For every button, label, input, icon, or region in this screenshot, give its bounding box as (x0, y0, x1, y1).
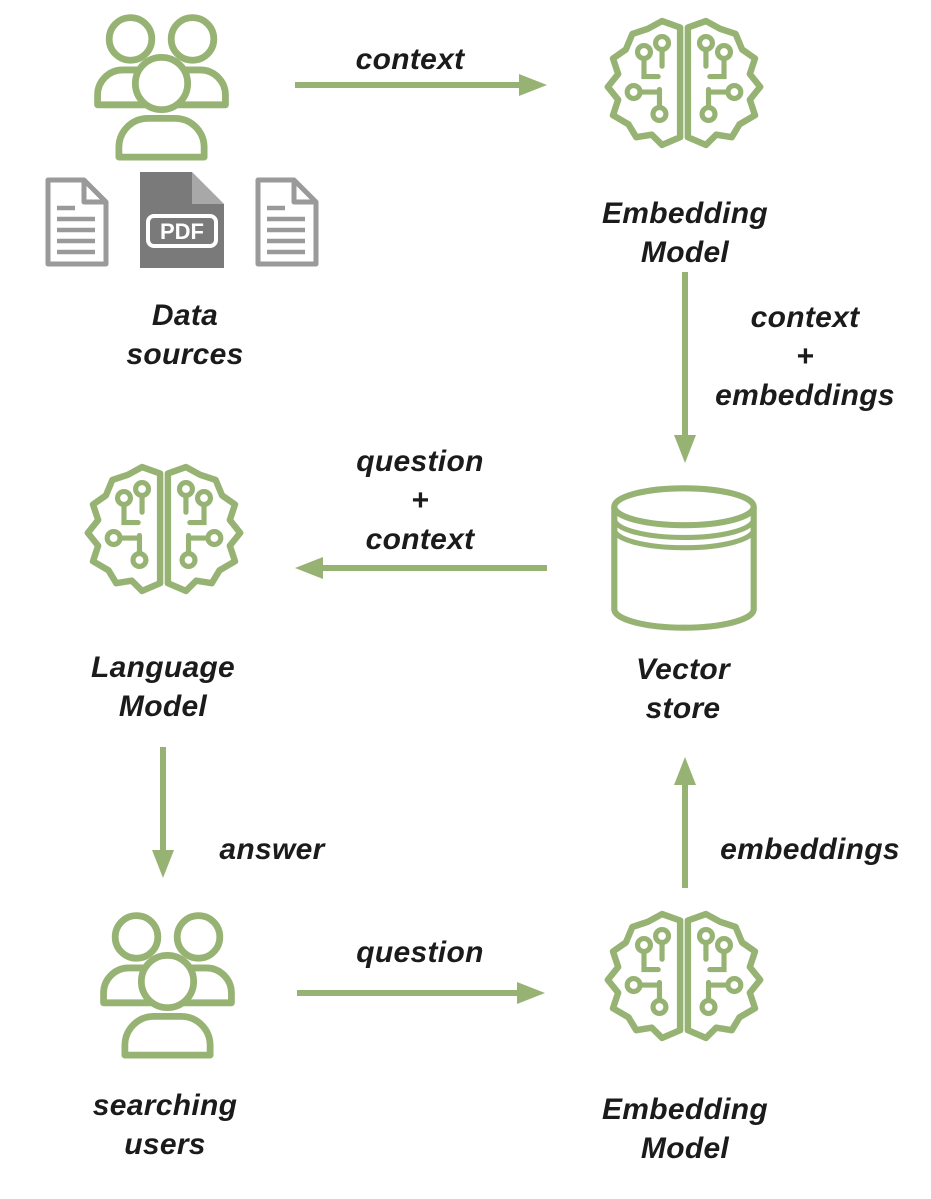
vector-store-label: Vector store (583, 650, 783, 728)
label-line: context (750, 301, 860, 334)
vector-store-icon (602, 476, 766, 640)
label-line: sources (126, 338, 244, 371)
question-context-arrow (295, 557, 547, 579)
label-line: question (356, 445, 484, 478)
label-line: Data (151, 299, 219, 332)
embeddings-edge-label: embeddings (700, 830, 920, 869)
label-line: context (365, 523, 475, 556)
label-line: Embedding (601, 197, 769, 230)
context-edge-label: context (310, 40, 510, 79)
document-icon (42, 176, 112, 268)
label-line: users (124, 1128, 206, 1161)
label-line: + (411, 484, 429, 517)
document-icon (252, 176, 322, 268)
label-line: answer (219, 833, 325, 866)
language-model-icon (80, 458, 248, 600)
question-arrow (297, 982, 545, 1004)
embedding-model-top-label: Embedding Model (575, 194, 795, 272)
label-line: Embedding (601, 1093, 769, 1126)
embedding-model-icon (600, 12, 768, 154)
data-sources-label: Data sources (85, 296, 285, 374)
label-line: + (796, 340, 814, 373)
label-line: embeddings (715, 379, 895, 412)
language-model-label: Language Model (63, 648, 263, 726)
embeddings-arrow (674, 757, 696, 888)
context-arrow (295, 74, 547, 96)
label-line: store (645, 692, 721, 725)
answer-edge-label: answer (192, 830, 352, 869)
users-icon (84, 6, 239, 161)
label-line: searching (92, 1089, 238, 1122)
pdf-icon: PDF (140, 172, 224, 268)
question-edge-label: question (320, 933, 520, 972)
embedding-model-bottom-label: Embedding Model (575, 1090, 795, 1168)
users-icon (90, 904, 245, 1059)
context-embeddings-edge-label: context + embeddings (690, 298, 920, 415)
label-line: question (356, 936, 484, 969)
searching-users-label: searching users (65, 1086, 265, 1164)
label-line: Vector (635, 653, 731, 686)
pdf-icon-label: PDF (160, 219, 204, 244)
label-line: Model (640, 236, 730, 269)
label-line: Model (640, 1132, 730, 1165)
label-line: embeddings (720, 833, 900, 866)
embedding-model-icon (600, 905, 768, 1047)
label-line: Model (118, 690, 208, 723)
context-embeddings-arrow (674, 272, 696, 463)
label-line: Language (90, 651, 236, 684)
answer-arrow (152, 747, 174, 878)
label-line: context (355, 43, 465, 76)
question-context-edge-label: question + context (320, 442, 520, 559)
